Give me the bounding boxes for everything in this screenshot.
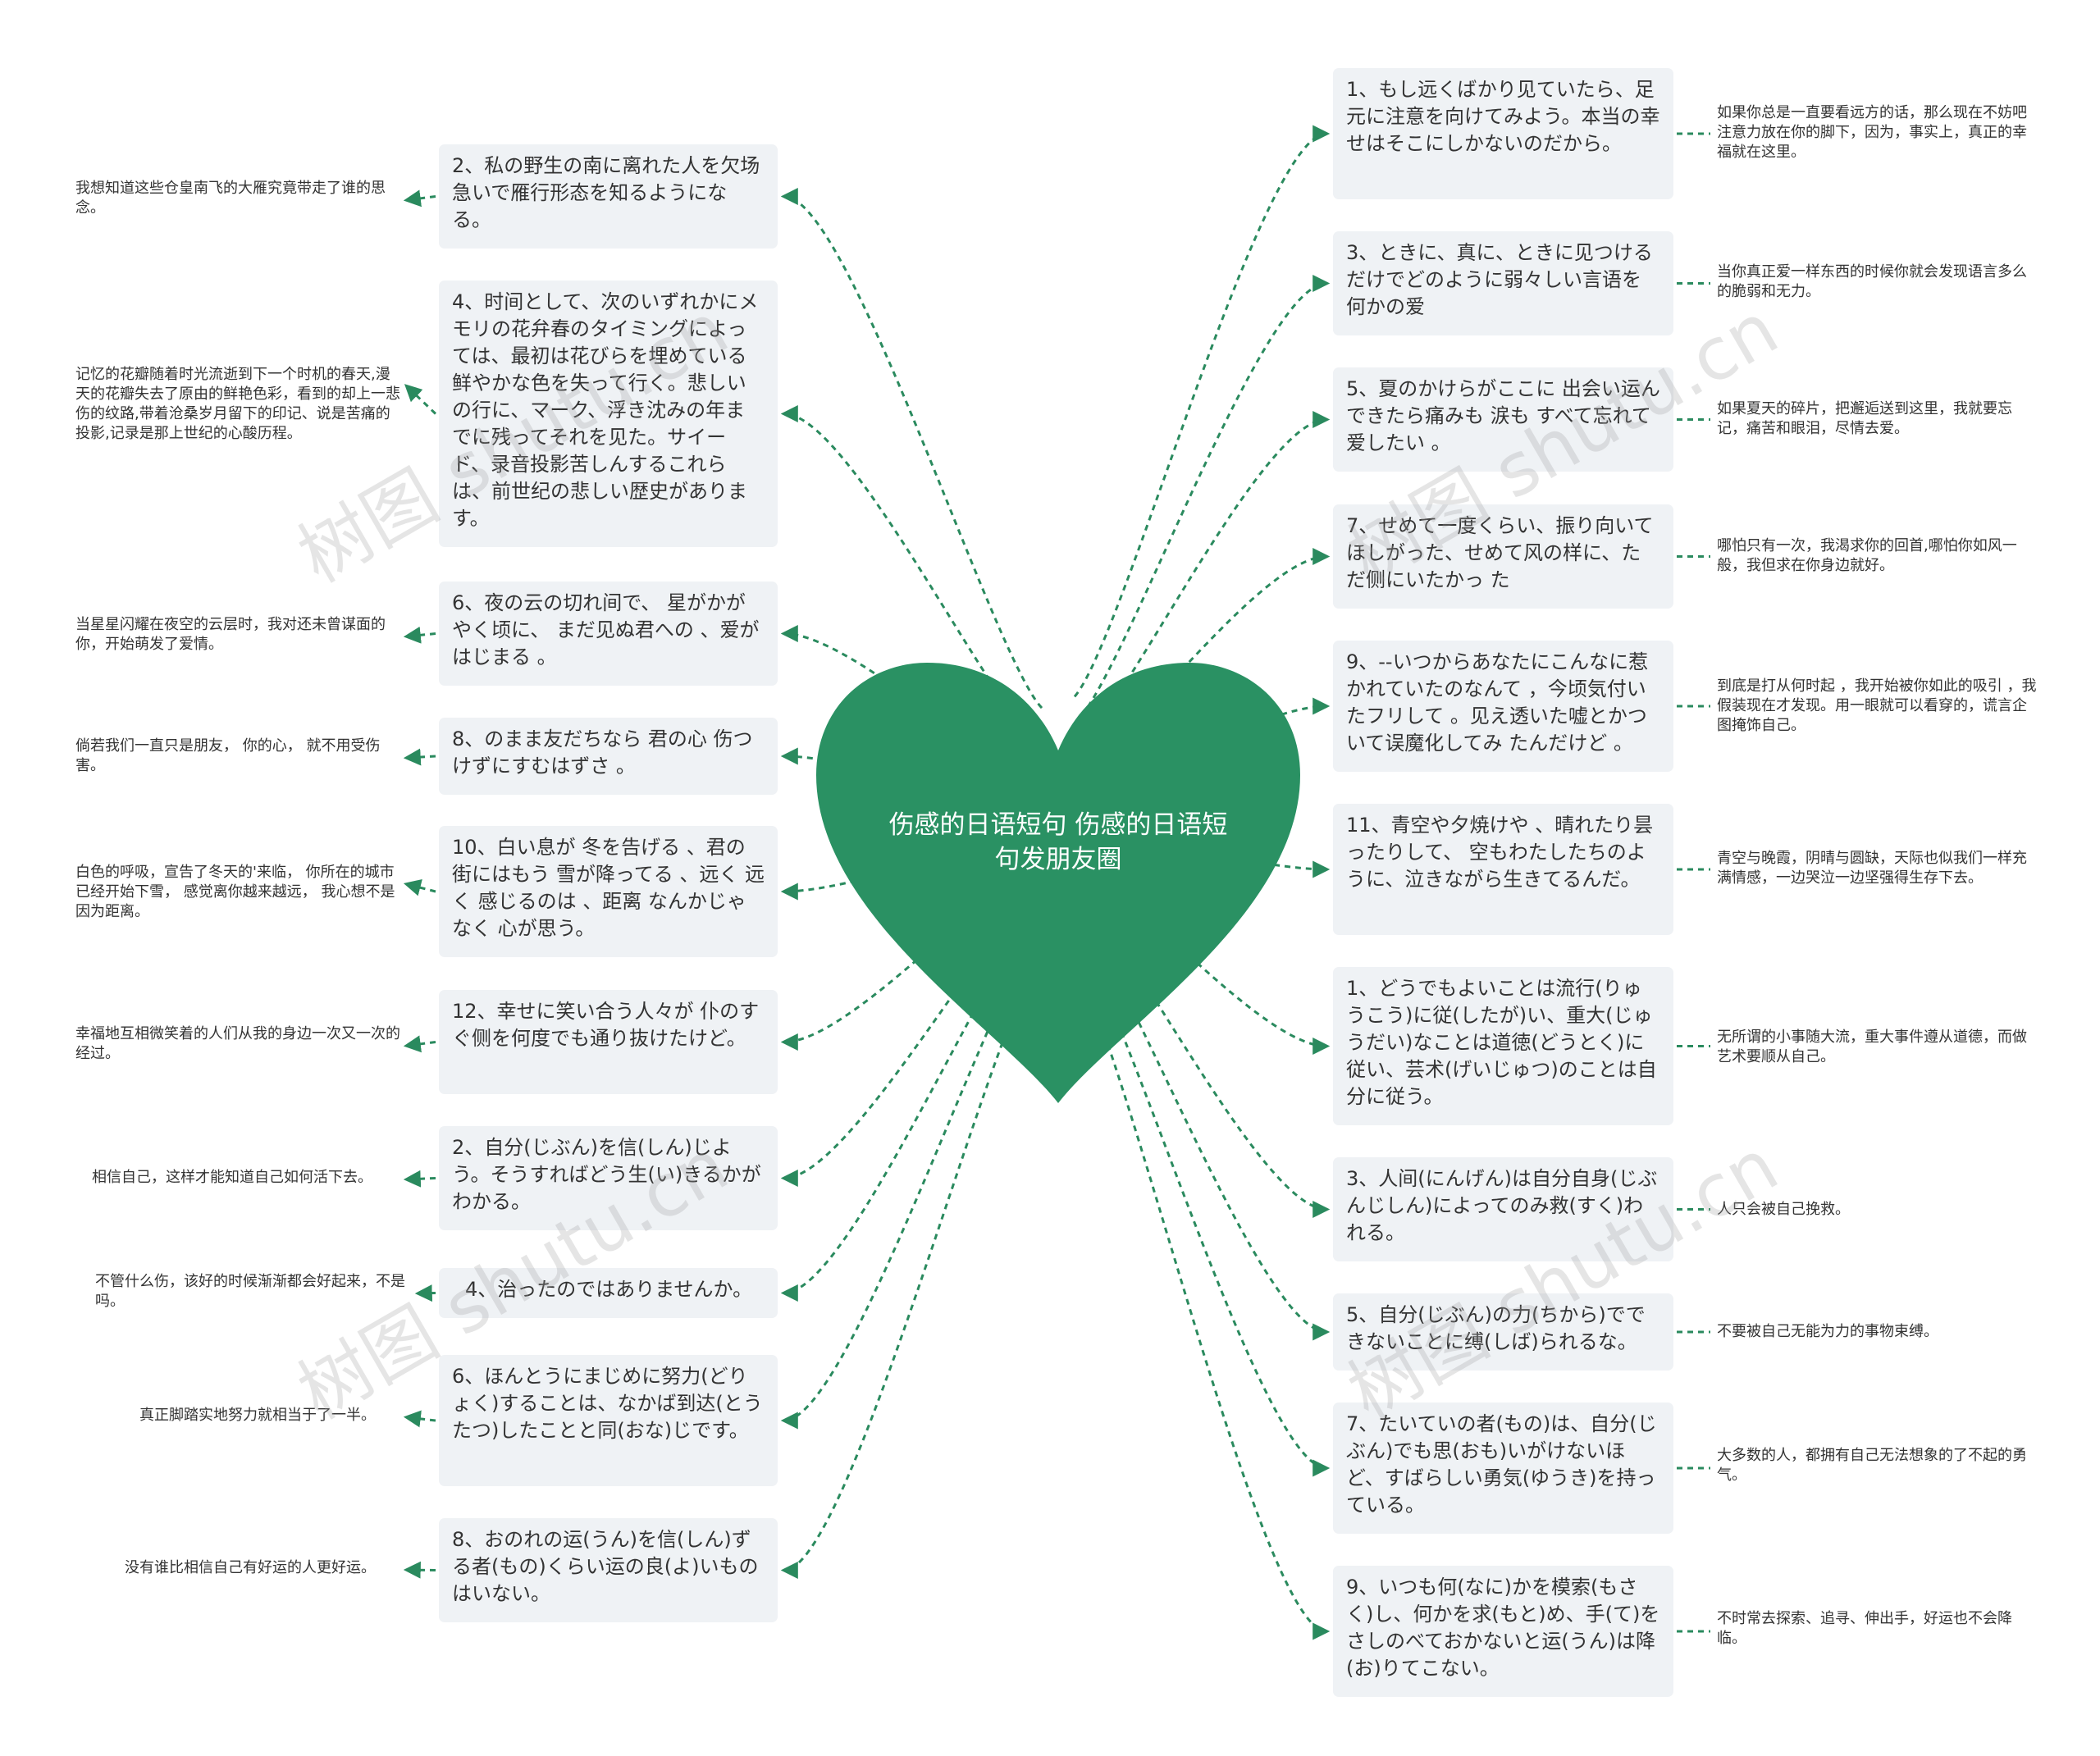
left-note-2: 记忆的花瓣随着时光流逝到下一个时机的春天,漫天的花瓣失去了原由的鲜艳色彩，看到的… [75, 366, 400, 442]
left-branch-10[interactable]: 8、おのれの运(うん)を信(しん)ずる者(もの)くらい运の良(よ)いものはいない… [439, 1518, 778, 1622]
right-branch-3[interactable]: 5、夏のかけらがここに 出会い运んできたら痛みも 涙も すべて忘れて爱したい 。 [1333, 367, 1673, 472]
right-branch-10[interactable]: 7、たいていの者(もの)は、自分(じぶん)でも思(おも)いがけないほど、すばらし… [1333, 1403, 1673, 1534]
right-note-8: 人只会被自己挽救。 [1717, 1201, 1850, 1218]
left-branch-8[interactable]: 4、治ったのではありませんか。 [439, 1268, 778, 1318]
left-branch-4[interactable]: 8、のまま友だちなら 君の心 伤つけずにすむはずさ 。 [439, 718, 778, 795]
connector-left-note-5 [403, 879, 436, 896]
left-branch-3[interactable]: 6、夜の云の切れ间で、 星がかがやく顷に、 まだ见ぬ君への 、爱がはじまる 。 [439, 582, 778, 686]
right-note-6: 青空与晚霞，阴晴与圆缺，天际也似我们一样充满情感，一边哭泣一边坚强得生存下去。 [1717, 850, 2027, 887]
right-note-11: 不时常去探索、追寻、伸出手，好运也不会降临。 [1717, 1610, 2012, 1647]
connector-right-1 [1073, 125, 1331, 698]
right-branch-2[interactable]: 3、ときに、真に、ときに见つけるだけでどのように弱々しい言语を何かの爱 [1333, 231, 1673, 335]
right-branch-9[interactable]: 5、自分(じぶん)の力(ちから)でできないことに缚(しば)られるな。 [1333, 1293, 1673, 1371]
connector-left-note-3 [403, 626, 436, 644]
right-branch-5[interactable]: 9、--いつからあなたにこんなに惹かれていたのなんて ，今顷気付いたフリして 。… [1333, 641, 1673, 772]
left-branch-6[interactable]: 12、幸せに笑い合う人々が 仆のすぐ侧を何度でも通り抜けたけど。 [439, 990, 778, 1094]
right-branch-8[interactable]: 3、人间(にんげん)は自分自身(じぶんじしん)によってのみ救(すく)われる。 [1333, 1157, 1673, 1261]
left-note-3: 当星星闪耀在夜空的云层时，我对还未曾谋面的你，开始萌发了爱情。 [75, 616, 386, 653]
right-note-10: 大多数的人，都拥有自己无法想象的了不起的勇气。 [1717, 1447, 2027, 1484]
left-branch-5[interactable]: 10、白い息が 冬を告げる 、君の街にはもう 雪が降ってる 、远く 远く 感じる… [439, 826, 778, 957]
right-note-3: 如果夏天的碎片，把邂逅送到这里，我就要忘记，痛苦和眼泪，尽情去爱。 [1717, 400, 2012, 437]
left-branch-2[interactable]: 4、时间として、次のいずれかにメモリの花弁春のタイミングによっては、最初は花びら… [439, 281, 778, 547]
left-branch-1[interactable]: 2、私の野生の南に离れた人を欠场急いで雁行形态を知るようになる。 [439, 144, 778, 249]
left-branch-7[interactable]: 2、自分(じぶん)を信(しん)じよう。そうすればどう生(い)きるかがわかる。 [439, 1126, 778, 1230]
right-note-1: 如果你总是一直要看远方的话，那么现在不妨吧注意力放在你的脚下，因为，事实上，真正… [1717, 104, 2027, 161]
connector-left-9 [780, 927, 1043, 1430]
connector-left-note-10 [403, 1561, 436, 1579]
left-note-6: 幸福地互相微笑着的人们从我的身边一次又一次的经过。 [75, 1025, 400, 1062]
connector-left-10 [780, 954, 1043, 1579]
right-note-2: 当你真正爱一样东西的时候你就会发现语言多么的脆弱和无力。 [1717, 263, 2027, 300]
right-note-7: 无所谓的小事随大流，重大事件遵从道德，而做艺术要顺从自己。 [1717, 1029, 2027, 1065]
central-topic[interactable]: 伤感的日语短句 伤感的日语短句发朋友圈 [888, 810, 1228, 874]
connector-left-note-2 [404, 384, 437, 415]
connector-left-2 [780, 405, 1043, 749]
left-note-9: 真正脚踏实地努力就相当于了一半。 [139, 1407, 376, 1424]
connector-left-1 [780, 188, 1043, 709]
right-branch-6[interactable]: 11、青空や夕焼けや 、晴れたり昙ったりして、 空もわたしたちのように、泣きなが… [1333, 804, 1673, 935]
left-note-4: 倘若我们一直只是朋友， 你的心， 就不用受伤害。 [75, 737, 381, 774]
left-note-7: 相信自己，这样才能知道自己如何活下去。 [92, 1169, 372, 1186]
right-branch-4[interactable]: 7、せめて一度くらい、振り向いてほしがった、せめて风の样に、ただ侧にいたかっ た [1333, 504, 1673, 609]
connector-right-4 [1074, 548, 1331, 774]
connector-left-note-8 [414, 1284, 436, 1302]
connector-right-11 [1073, 965, 1331, 1640]
right-branch-7[interactable]: 1、どうでもよいことは流行(りゅうこう)に従(したが)い、重大(じゅうだい)なこ… [1333, 967, 1673, 1125]
heart-icon [816, 663, 1300, 1103]
right-note-4: 哪怕只有一次，我渴求你的回首,哪怕你如风一般，我但求在你身边就好。 [1717, 537, 2017, 574]
left-note-10: 没有谁比相信自己有好运的人更好运。 [125, 1559, 376, 1576]
left-note-5: 白色的呼吸，宣告了冬天的'来临， 你所在的城市已经开始下雪， 感觉离你越来越远，… [75, 864, 395, 920]
connector-right-2 [1073, 275, 1331, 725]
right-note-5: 到底是打从何时起 ，我开始被你如此的吸引 ，我假装现在才发现。用一眼就可以看穿的… [1717, 677, 2037, 734]
connector-left-note-7 [403, 1170, 436, 1188]
connector-left-note-6 [403, 1035, 436, 1053]
connector-left-3 [780, 625, 1043, 788]
connector-left-note-9 [403, 1410, 436, 1428]
connector-left-note-4 [403, 748, 436, 766]
right-note-9: 不要被自己无能为力的事物束缚。 [1717, 1323, 1938, 1340]
right-branch-11[interactable]: 9、いつも何(なに)かを模索(もさく)し、何かを求(もと)め、手(て)をさしのべ… [1333, 1566, 1673, 1697]
left-note-1: 我想知道这些仓皇南飞的大雁究竟带走了谁的思念。 [75, 180, 386, 217]
left-note-8: 不管什么伤，该好的时候渐渐都会好起来，不是吗。 [95, 1273, 405, 1310]
left-branch-9[interactable]: 6、ほんとうにまじめに努力(どりょく)することは、なかば到达(とうたつ)したこと… [439, 1355, 778, 1486]
right-branch-1[interactable]: 1、もし远くばかり见ていたら、足元に注意を向けてみよう。本当の幸せはそこにしかな… [1333, 68, 1673, 199]
connector-left-note-1 [403, 189, 436, 208]
